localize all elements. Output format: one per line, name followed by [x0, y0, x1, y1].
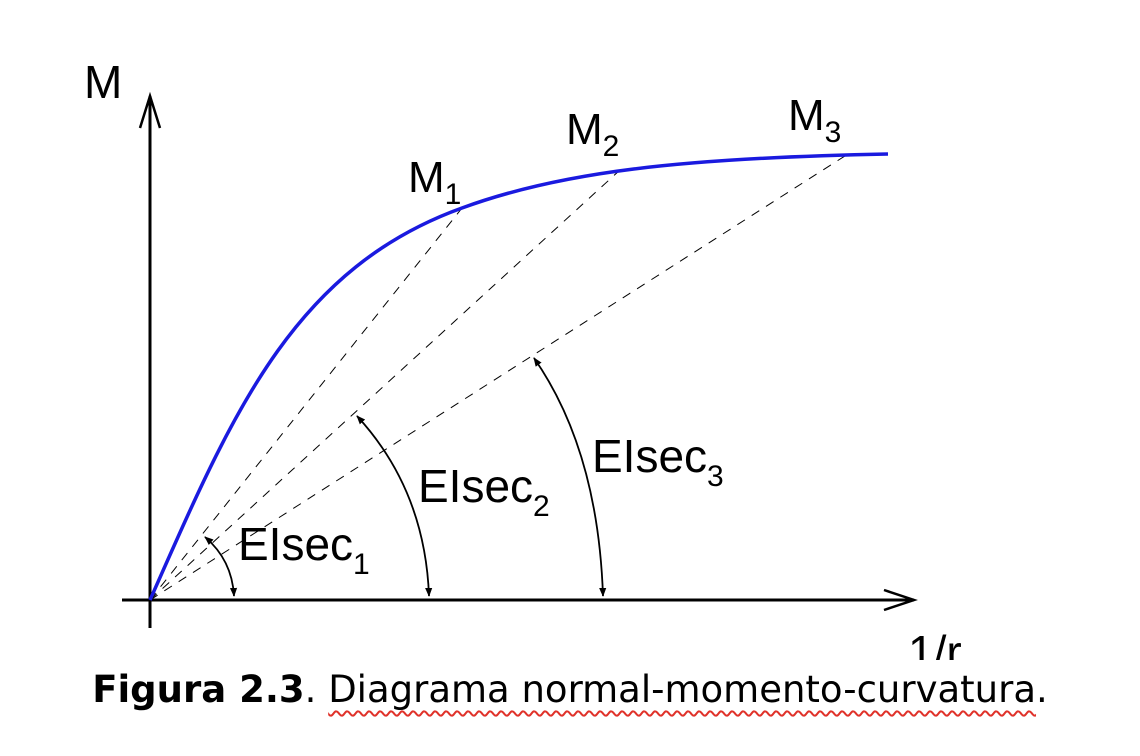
point-label-m3: M3: [788, 91, 841, 149]
axes: [122, 91, 918, 628]
figure-caption: Figura 2.3. Diagrama normal-momento-curv…: [0, 668, 1140, 711]
x-axis-arrowhead: [883, 588, 918, 612]
ei-sec-label-3: EIsec3: [592, 430, 724, 493]
point-label-m1: M1: [408, 153, 461, 211]
x-axis-label: 1/r: [908, 626, 962, 660]
secant-line-2: [149, 169, 621, 601]
angle-arc-2: [356, 415, 433, 597]
caption-figure-number: Figura 2.3: [92, 668, 305, 711]
point-label-m2: M2: [566, 105, 619, 163]
ei-sec-label-1: EIsec1: [238, 518, 370, 581]
caption-separator: .: [304, 668, 329, 711]
y-axis-arrowhead: [138, 91, 162, 129]
angle-arc-1: [204, 536, 238, 597]
angle-arc-3: [533, 357, 607, 597]
angle-arcs: [204, 357, 607, 597]
caption-title: Diagrama normal-momento-curvatura: [328, 668, 1037, 711]
secant-lines: [149, 153, 849, 601]
moment-curvature-curve: [148, 152, 889, 601]
y-axis-label: M: [84, 56, 122, 108]
secant-line-3: [149, 153, 849, 601]
moment-curvature-diagram: M 1/r M1 M2 M3 EIsec1 EIsec2 EIsec3: [84, 56, 962, 660]
ei-sec-label-2: EIsec2: [418, 460, 550, 523]
caption-end: .: [1036, 668, 1048, 711]
